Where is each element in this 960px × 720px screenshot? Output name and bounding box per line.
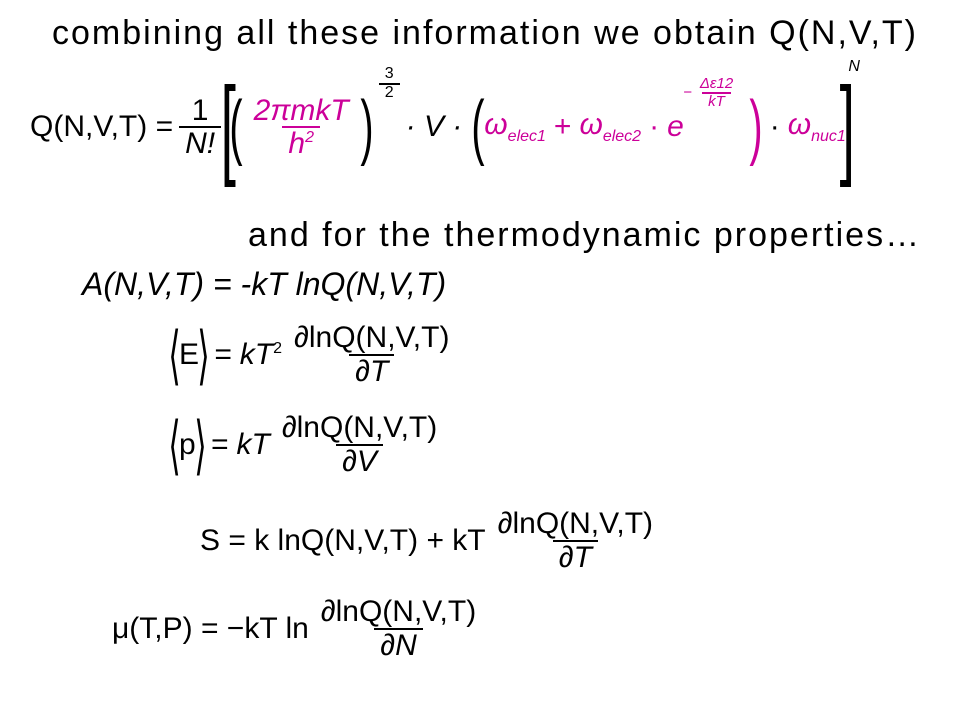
omega-symbol: ω bbox=[484, 108, 508, 141]
h-power: 2 bbox=[305, 129, 314, 146]
trans-denominator: h2 bbox=[282, 126, 320, 160]
equation-pressure: ⟨ p ⟩ = kT ∂lnQ(N,V,T) ∂V bbox=[168, 408, 449, 481]
translational-fraction: 2πmkT h2 bbox=[248, 93, 355, 160]
angle-close: ⟩ bbox=[197, 318, 210, 391]
omega-nuc1: ωnuc1 bbox=[788, 108, 846, 146]
frac-n-factorial: N! bbox=[179, 126, 222, 160]
outer-left-bracket: [ bbox=[220, 65, 237, 188]
paren-open: ( bbox=[229, 87, 243, 167]
dot-operator-2: · bbox=[769, 110, 780, 143]
mu-lhs: μ(T,P) = −kT ln bbox=[112, 611, 309, 645]
dot-operator: · bbox=[649, 110, 660, 143]
entropy-num: ∂lnQ(N,V,T) bbox=[497, 507, 654, 540]
energy-num: ∂lnQ(N,V,T) bbox=[294, 321, 450, 354]
three-halves-power: 3 2 bbox=[378, 65, 400, 102]
equation-entropy: S = k lnQ(N,V,T) + kT ∂lnQ(N,V,T) ∂T bbox=[200, 508, 665, 573]
pow-three: 3 bbox=[384, 65, 394, 82]
exponential-term: e − Δε12 kT bbox=[667, 76, 733, 144]
angle-open: ⟨ bbox=[168, 408, 181, 481]
energy-kt: = kT2 bbox=[214, 338, 282, 372]
outer-power-n: N bbox=[848, 58, 860, 75]
h-symbol: h bbox=[288, 127, 306, 160]
exp-fraction: Δε12 kT bbox=[694, 76, 739, 110]
trans-numerator: 2πmkT bbox=[253, 93, 349, 127]
e-symbol: e bbox=[667, 110, 684, 143]
pow-two: 2 bbox=[378, 82, 400, 102]
frac-one: 1 bbox=[191, 93, 209, 127]
omega-elec1: ωelec1 bbox=[484, 108, 546, 146]
exp-den: kT bbox=[702, 91, 731, 110]
heading-partition-function: combining all these information we obtai… bbox=[52, 14, 918, 52]
energy-symbol: E bbox=[178, 337, 199, 371]
omega-sub: elec1 bbox=[507, 128, 546, 145]
omega-sub: elec2 bbox=[602, 128, 642, 145]
exp-minus: − bbox=[683, 84, 692, 102]
mu-fraction: ∂lnQ(N,V,T) ∂N bbox=[315, 596, 482, 661]
angle-open: ⟨ bbox=[168, 318, 181, 391]
omega-sub: nuc1 bbox=[811, 128, 846, 145]
equation-helmholtz: A(N,V,T) = -kT lnQ(N,V,T) bbox=[82, 266, 446, 303]
entropy-den: ∂T bbox=[552, 539, 598, 574]
equation-energy: ⟨ E ⟩ = kT2 ∂lnQ(N,V,T) ∂T bbox=[168, 318, 461, 391]
energy-den: ∂T bbox=[349, 353, 395, 388]
omega-symbol: ω bbox=[787, 108, 812, 141]
omega-elec2: ωelec2 bbox=[579, 108, 641, 146]
exp-num: Δε12 bbox=[699, 75, 734, 92]
entropy-lhs: S = k lnQ(N,V,T) + kT bbox=[200, 523, 486, 557]
paren-open-2: ( bbox=[471, 87, 485, 167]
helmholtz-text: A(N,V,T) = -kT lnQ(N,V,T) bbox=[82, 266, 447, 302]
paren-close: ) bbox=[360, 87, 374, 167]
pressure-den: ∂V bbox=[336, 443, 383, 478]
equation-chemical-potential: μ(T,P) = −kT ln ∂lnQ(N,V,T) ∂N bbox=[112, 596, 488, 661]
pressure-kt: = kT bbox=[210, 427, 270, 461]
outer-right-bracket: ] bbox=[839, 65, 855, 188]
energy-fraction: ∂lnQ(N,V,T) ∂T bbox=[288, 322, 455, 387]
one-over-n-factorial: 1 N! bbox=[179, 93, 222, 160]
exponent: − Δε12 kT bbox=[683, 76, 741, 110]
paren-close-2: ) bbox=[749, 87, 763, 167]
omega-symbol: ω bbox=[579, 108, 603, 141]
plus-sign: + bbox=[553, 110, 572, 143]
pressure-num: ∂lnQ(N,V,T) bbox=[281, 411, 438, 444]
kt-text: = kT bbox=[213, 337, 274, 371]
pressure-symbol: p bbox=[178, 427, 196, 461]
mu-num: ∂lnQ(N,V,T) bbox=[320, 595, 477, 628]
mu-den: ∂N bbox=[374, 627, 423, 662]
q-lhs: Q(N,V,T) = bbox=[30, 110, 174, 143]
heading-thermo-properties: and for the thermodynamic properties… bbox=[248, 216, 922, 254]
equation-partition-function: Q(N,V,T) = 1 N! [ ( 2πmkT h2 ) 3 2 · V ·… bbox=[30, 58, 860, 192]
t-power: 2 bbox=[273, 339, 283, 357]
angle-close: ⟩ bbox=[193, 408, 207, 481]
dot-v: · V · bbox=[405, 110, 463, 143]
entropy-fraction: ∂lnQ(N,V,T) ∂T bbox=[492, 508, 659, 573]
pressure-fraction: ∂lnQ(N,V,T) ∂V bbox=[276, 412, 443, 477]
